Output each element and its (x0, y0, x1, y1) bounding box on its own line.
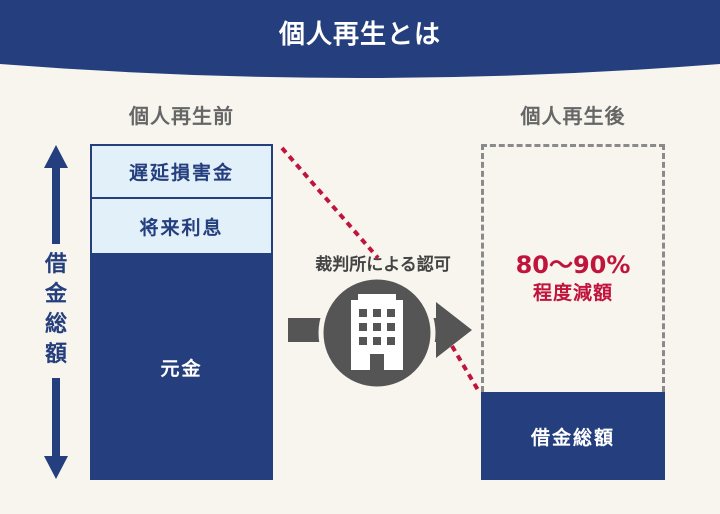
remaining-debt-label: 借金総額 (530, 426, 615, 449)
court-approval-label: 裁判所による認可 (315, 255, 451, 275)
reduced-amount-area (481, 144, 665, 392)
reduction-label: 程度減額 (532, 282, 613, 304)
principal-box: 元金 (90, 255, 273, 480)
before-label: 個人再生前 (129, 104, 234, 128)
late-damages-box: 遅延損害金 (90, 144, 273, 199)
building-icon (318, 274, 436, 392)
reduction-text: 80～90% 程度減額 (481, 250, 665, 306)
reduction-percent: 80～90% (515, 251, 631, 279)
vertical-double-arrow (44, 145, 68, 479)
principal-label: 元金 (160, 358, 203, 380)
late-damages-label: 遅延損害金 (128, 162, 234, 184)
after-label: 個人再生後 (520, 104, 626, 128)
future-interest-label: 将来利息 (139, 216, 224, 239)
future-interest-box: 将来利息 (90, 197, 273, 255)
title-banner (0, 0, 720, 78)
page-title: 個人再生とは (278, 20, 441, 50)
total-debt-axis-label: 借 金 総 額 (44, 252, 67, 367)
reduction-dotted-line (280, 146, 480, 392)
remaining-debt-box: 借金総額 (481, 392, 665, 480)
